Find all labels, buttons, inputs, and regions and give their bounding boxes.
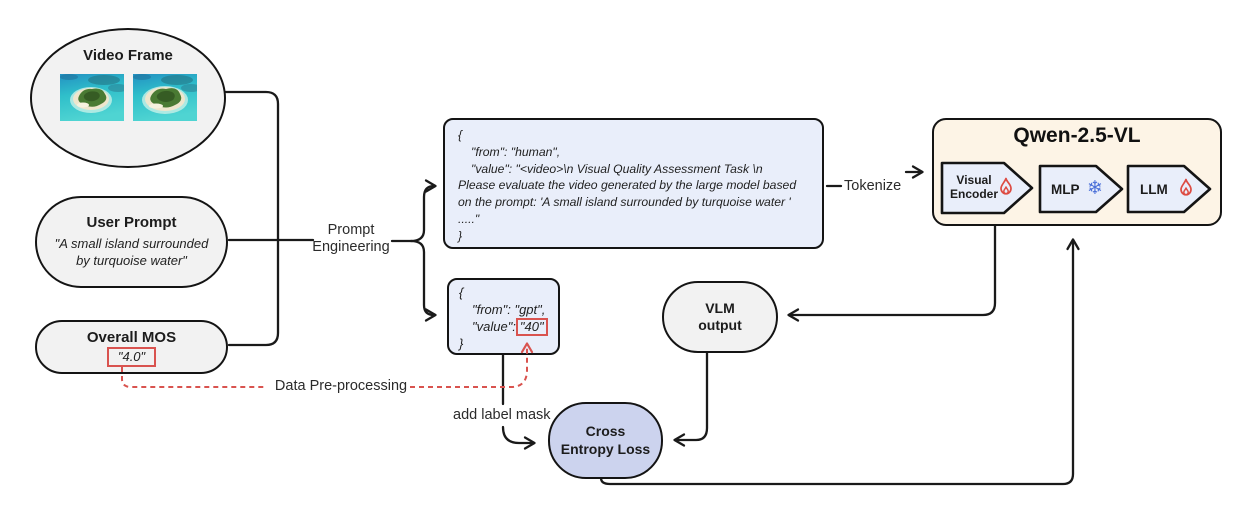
code-line: } bbox=[458, 228, 463, 243]
qwen-box: Qwen-2.5-VL Visual Encoder MLP ❄ bbox=[932, 118, 1222, 226]
video-frames bbox=[59, 73, 197, 121]
code-line: "value":"40" bbox=[459, 318, 552, 336]
edge-cel-feedback bbox=[599, 238, 1080, 486]
flame-icon bbox=[1180, 178, 1192, 196]
user-prompt-title: User Prompt bbox=[86, 214, 177, 232]
edge-videoframe-mos-join bbox=[224, 90, 280, 347]
visual-encoder-shape bbox=[940, 161, 1034, 215]
mos-value-badge: "4.0" bbox=[106, 347, 157, 368]
vlm-output-node: VLM output bbox=[662, 281, 778, 353]
mlp-block: MLP ❄ bbox=[1038, 164, 1125, 214]
edge-brace-down bbox=[409, 239, 437, 322]
code-line: } bbox=[459, 336, 464, 351]
code-line: ....." bbox=[458, 211, 480, 226]
add-label-mask-label: add label mask bbox=[453, 407, 551, 423]
video-frame-node: Video Frame bbox=[30, 28, 226, 168]
gpt-message-box: { "from": "gpt", "value":"40" } bbox=[447, 278, 560, 355]
edge-brace-up bbox=[409, 179, 437, 243]
edge-mask-to-cel bbox=[501, 425, 536, 450]
code-line: "from": "gpt", bbox=[472, 301, 546, 317]
user-prompt-node: User Prompt "A small island surrounded b… bbox=[35, 196, 228, 288]
code-line: "from": "human", bbox=[471, 144, 561, 159]
flame-icon bbox=[1000, 177, 1012, 195]
island-photo bbox=[132, 73, 197, 121]
code-line: { bbox=[459, 285, 464, 300]
mlp-shape bbox=[1038, 164, 1124, 214]
video-frame-title: Video Frame bbox=[83, 47, 173, 64]
user-prompt-quote-line: by turquoise water" bbox=[76, 252, 187, 268]
code-line: "value": bbox=[472, 319, 516, 334]
llm-shape bbox=[1126, 164, 1212, 214]
island-photo bbox=[59, 73, 124, 121]
human-message-box: { "from": "human", "value": "<video>\n V… bbox=[443, 118, 824, 249]
overall-mos-title: Overall MOS bbox=[86, 328, 177, 346]
snowflake-icon: ❄ bbox=[1087, 178, 1103, 199]
user-prompt-quote-line: "A small island surrounded bbox=[54, 235, 209, 251]
data-preprocessing-label: Data Pre-processing bbox=[274, 378, 408, 394]
overall-mos-node: Overall MOS "4.0" bbox=[35, 320, 228, 374]
code-line: "value": "<video>\n Visual Quality Asses… bbox=[471, 161, 763, 176]
edge-vlm-to-cel bbox=[673, 351, 709, 447]
visual-encoder-block: Visual Encoder bbox=[940, 161, 1035, 215]
cross-entropy-loss-node: Cross Entropy Loss bbox=[548, 402, 663, 479]
code-line: Please evaluate the video generated by t… bbox=[458, 178, 797, 193]
code-line: { bbox=[458, 128, 463, 142]
code-line: on the prompt: 'A small island surrounde… bbox=[458, 195, 791, 210]
tokenize-label: Tokenize bbox=[844, 178, 902, 194]
prompt-engineering-label: Prompt Engineering bbox=[312, 222, 390, 256]
llm-block: LLM bbox=[1126, 164, 1213, 214]
gpt-value-badge: "40" bbox=[515, 318, 548, 336]
qwen-title: Qwen-2.5-VL bbox=[1013, 124, 1141, 147]
